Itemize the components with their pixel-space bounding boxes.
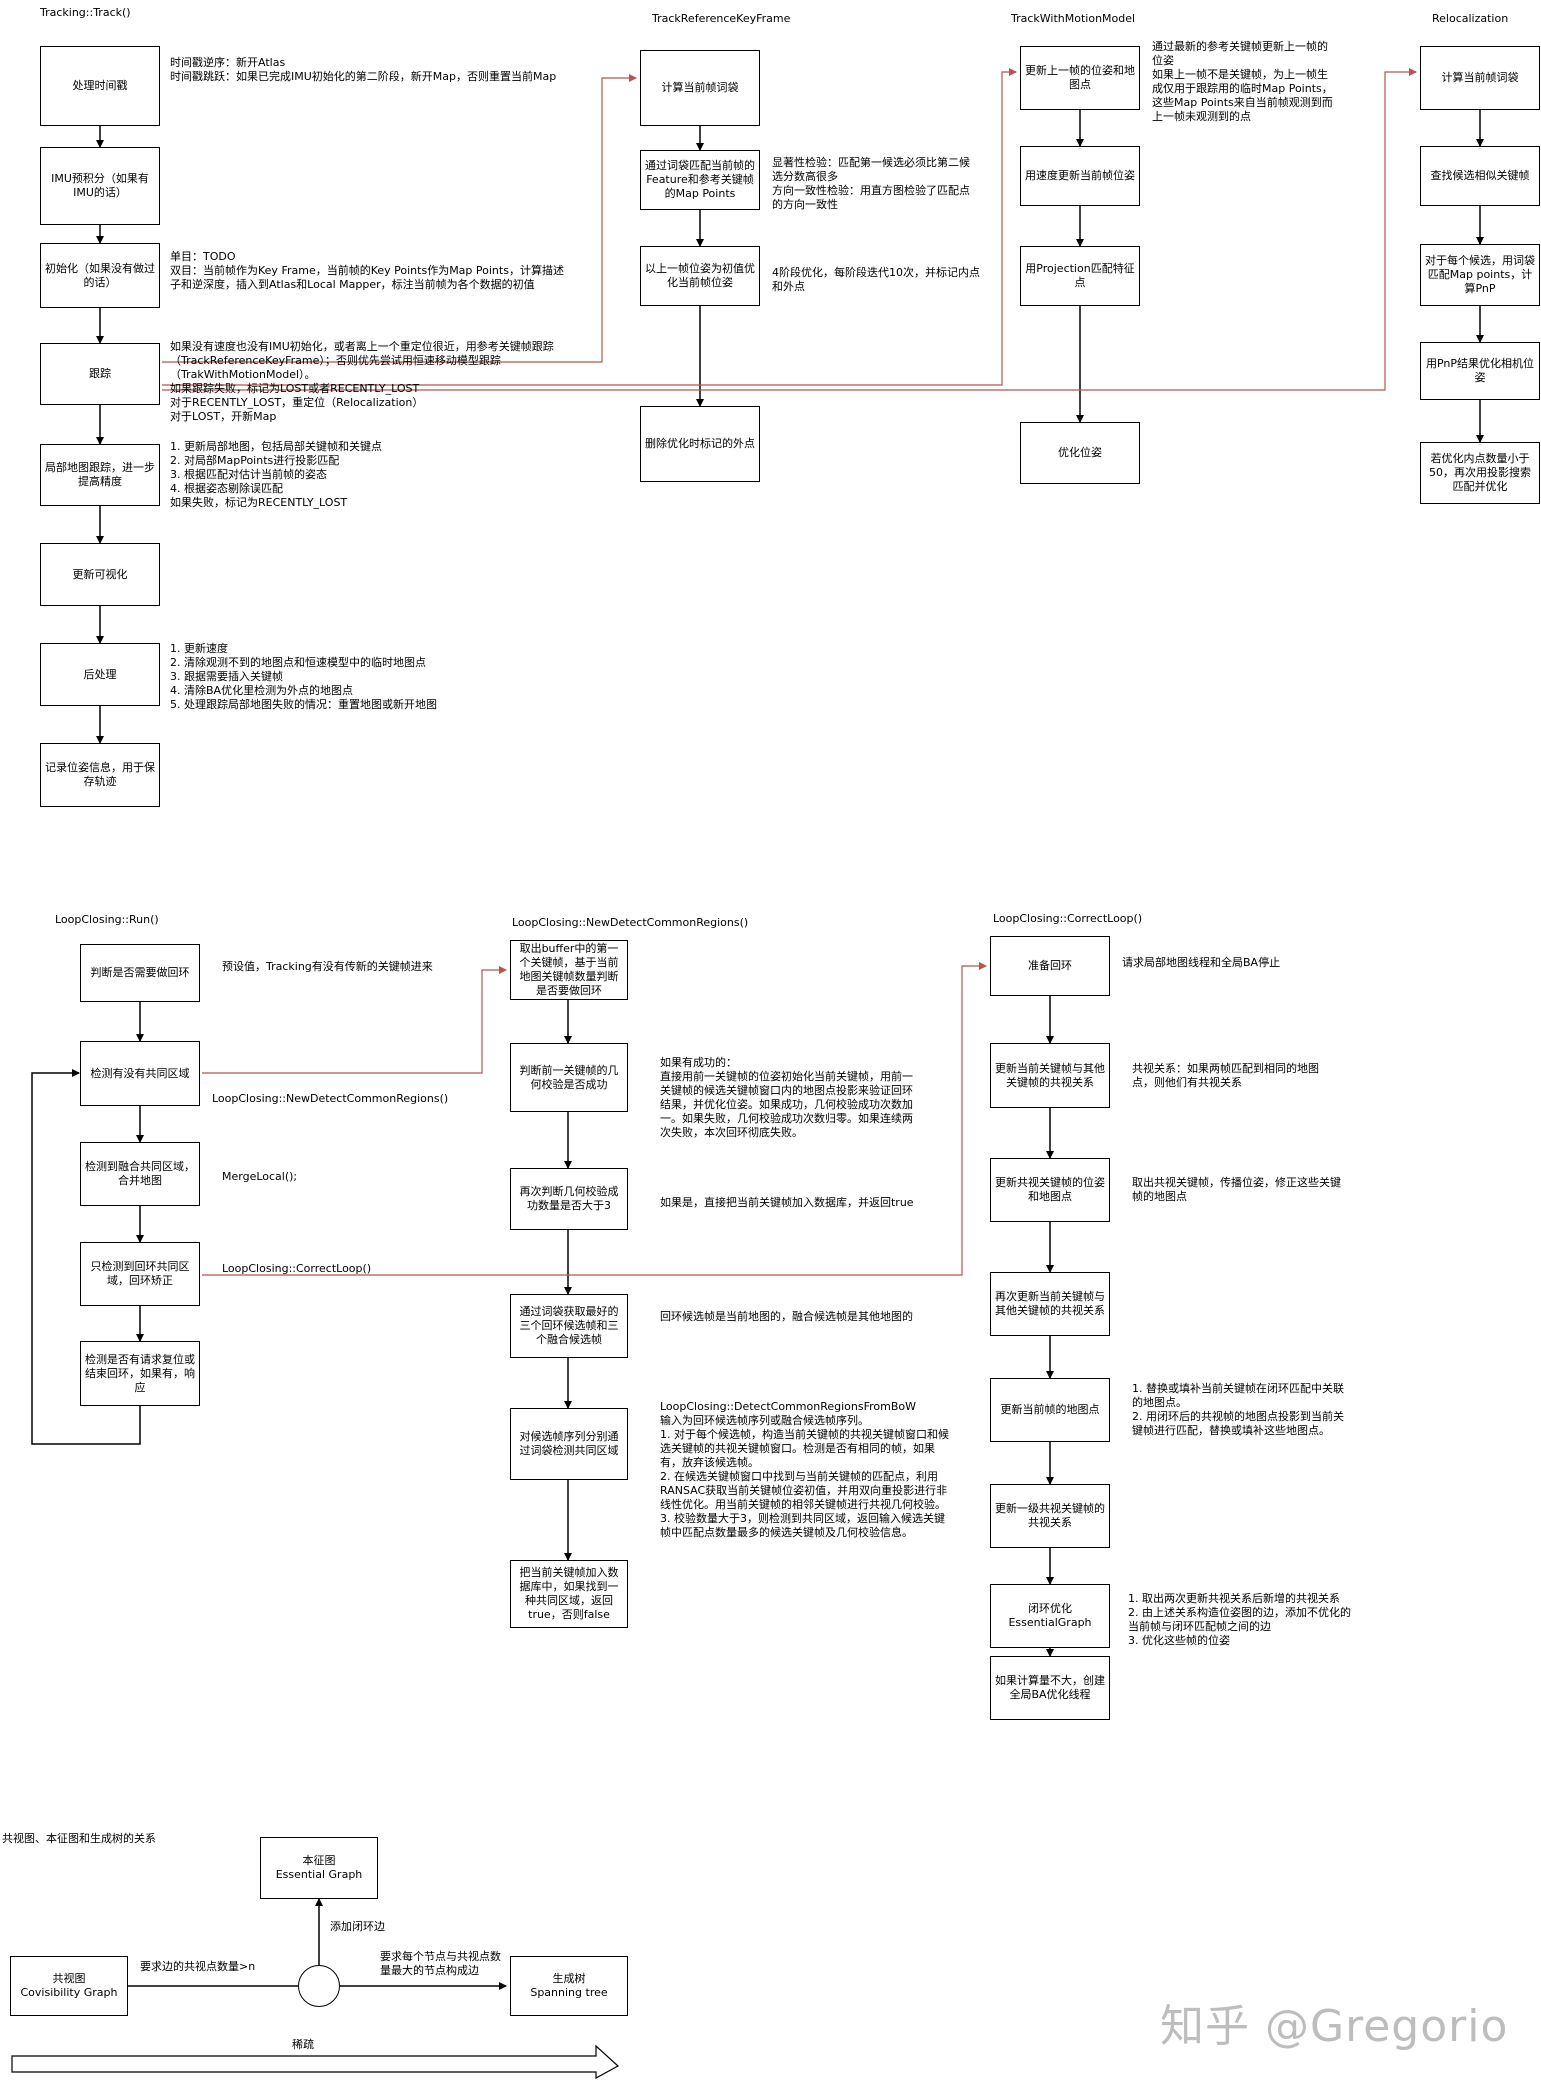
note-detect-candidates: 回环候选帧是当前地图的，融合候选帧是其他地图的 xyxy=(660,1310,913,1323)
note-detect-bow: LoopClosing::DetectCommonRegionsFromBoW … xyxy=(660,1400,949,1539)
flow-box-record-pose: 记录位姿信息，用于保存轨迹 xyxy=(40,743,160,807)
reloc-box-optimize-camera: 用PnP结果优化相机位姿 xyxy=(1420,342,1540,400)
note-detect-again: 如果是，直接把当前关键帧加入数据库，并返回true xyxy=(660,1196,914,1209)
motion-box-optimize-pose: 优化位姿 xyxy=(1020,422,1140,484)
note-ref-matching: 显著性检验：匹配第一候选必须比第二候选分数高很多 方向一致性检验：用直方图检验了… xyxy=(772,156,970,211)
motion-box-velocity-update: 用速度更新当前帧位姿 xyxy=(1020,146,1140,206)
note-correct-prepare: 请求局部地图线程和全局BA停止 xyxy=(1122,956,1281,969)
graph-label-covis-edge: 要求边的共视点数量>n xyxy=(140,1960,256,1973)
note-post-processing: 1. 更新速度 2. 清除观测不到的地图点和恒速模型中的临时地图点 3. 跟据需… xyxy=(170,642,437,711)
ref-box-remove-outliers: 删除优化时标记的外点 xyxy=(640,406,760,482)
graph-junction-node xyxy=(298,1965,340,2007)
note-timestamp: 时间戳逆序：新开Atlas 时间戳跳跃：如果已完成IMU初始化的第二阶段，新开M… xyxy=(170,56,557,83)
section-title-track-reference-keyframe: TrackReferenceKeyFrame xyxy=(652,12,791,25)
correct-box-update-covis: 更新当前关键帧与其他关键帧的共视关系 xyxy=(990,1043,1110,1108)
correct-box-essential-graph: 闭环优化 EssentialGraph xyxy=(990,1584,1110,1648)
flow-box-post-processing: 后处理 xyxy=(40,643,160,706)
note-correct-mappoints: 1. 替换或填补当前关键帧在闭环匹配中关联的地图点。 2. 用闭环后的共视帧的地… xyxy=(1132,1382,1344,1437)
ref-box-optimize-pose: 以上一帧位姿为初值优化当前帧位姿 xyxy=(640,246,760,306)
graph-box-essential: 本征图 Essential Graph xyxy=(260,1837,378,1899)
section-title-loop-correct: LoopClosing::CorrectLoop() xyxy=(993,912,1143,925)
correct-box-update-first-covis: 更新一级共视关键帧的共视关系 xyxy=(990,1484,1110,1548)
run-box-loop-correct: 只检测到回环共同区域，回环矫正 xyxy=(80,1242,200,1306)
detect-box-check-count: 再次判断几何校验成功数量是否大于3 xyxy=(510,1168,628,1230)
motion-box-update-last-frame: 更新上一帧的位姿和地图点 xyxy=(1020,46,1140,110)
note-local-map: 1. 更新局部地图，包括局部关键帧和关键点 2. 对局部MapPoints进行投… xyxy=(170,440,382,509)
graph-label-sparse: 稀疏 xyxy=(292,2038,314,2051)
reloc-box-pnp: 对于每个候选，用词袋匹配Map points，计算PnP xyxy=(1420,244,1540,306)
motion-box-projection-match: 用Projection匹配特征点 xyxy=(1020,246,1140,306)
graph-box-spanning: 生成树 Spanning tree xyxy=(510,1956,628,2016)
reloc-box-projection-search: 若优化内点数量小于50，再次用投影搜索匹配并优化 xyxy=(1420,442,1540,504)
note-correct-pose: 取出共视关键帧，传播位姿，修正这些关键帧的地图点 xyxy=(1132,1176,1341,1203)
note-run-correct: LoopClosing::CorrectLoop() xyxy=(222,1262,372,1275)
flow-box-update-visualization: 更新可视化 xyxy=(40,543,160,606)
section-title-loop-detect: LoopClosing::NewDetectCommonRegions() xyxy=(512,916,749,929)
section-title-track-with-motion-model: TrackWithMotionModel xyxy=(1011,12,1136,25)
detect-box-check-prev: 判断前一关键帧的几何校验是否成功 xyxy=(510,1043,628,1112)
run-box-merge-map: 检测到融合共同区域，合并地图 xyxy=(80,1142,200,1206)
watermark: 知乎 @Gregorio xyxy=(1160,2001,1509,2052)
flow-box-local-map-tracking: 局部地图跟踪，进一步提高精度 xyxy=(40,444,160,506)
note-detect-prev: 如果有成功的： 直接用前一关键帧的位姿初始化当前关键帧，用前一关键帧的候选关键帧… xyxy=(660,1056,913,1139)
note-ref-optimize: 4阶段优化，每阶段迭代10次，并标记内点和外点 xyxy=(772,266,980,293)
note-run-merge: MergeLocal(); xyxy=(222,1170,298,1183)
note-tracking: 如果没有速度也没有IMU初始化，或者离上一个重定位很近，用参考关键帧跟踪（Tra… xyxy=(170,340,554,423)
flow-box-initialization: 初始化（如果没有做过的话） xyxy=(40,243,160,308)
ref-box-compute-bow: 计算当前帧词袋 xyxy=(640,50,760,126)
section-title-loop-run: LoopClosing::Run() xyxy=(55,913,159,926)
note-run-need: 预设值，Tracking有没有传新的关键帧进来 xyxy=(222,960,433,973)
note-run-detect: LoopClosing::NewDetectCommonRegions() xyxy=(212,1092,449,1105)
ref-box-bow-matching: 通过词袋匹配当前帧的Feature和参考关键帧的Map Points xyxy=(640,150,760,210)
correct-box-update-mappoints: 更新当前帧的地图点 xyxy=(990,1378,1110,1442)
note-motion-update: 通过最新的参考关键帧更新上一帧的位姿 如果上一帧不是关键帧，为上一帧生成仅用于跟… xyxy=(1152,40,1333,123)
correct-box-global-ba: 如果计算量不大，创建全局BA优化线程 xyxy=(990,1656,1110,1720)
flow-box-timestamp: 处理时间戳 xyxy=(40,46,160,126)
note-initialization: 单目：TODO 双目：当前帧作为Key Frame，当前帧的Key Points… xyxy=(170,250,564,291)
run-box-need-loop: 判断是否需要做回环 xyxy=(80,944,200,1002)
note-correct-covis: 共视关系：如果两帧匹配到相同的地图点，则他们有共视关系 xyxy=(1132,1062,1319,1089)
detect-box-add-database: 把当前关键帧加入数据库中，如果找到一种共同区域，返回true，否则false xyxy=(510,1560,628,1628)
graph-box-covisibility: 共视图 Covisibility Graph xyxy=(10,1956,128,2016)
section-title-tracking: Tracking::Track() xyxy=(40,6,131,19)
detect-box-bow-candidates: 通过词袋获取最好的三个回环候选帧和三个融合候选帧 xyxy=(510,1294,628,1358)
run-box-check-reset: 检测是否有请求复位或结束回环，如果有，响应 xyxy=(80,1341,200,1406)
note-correct-essential: 1. 取出两次更新共视关系后新增的共视关系 2. 由上述关系构造位姿图的边，添加… xyxy=(1128,1592,1351,1647)
correct-box-prepare: 准备回环 xyxy=(990,936,1110,996)
flow-box-tracking: 跟踪 xyxy=(40,343,160,405)
correct-box-update-pose: 更新共视关键帧的位姿和地图点 xyxy=(990,1158,1110,1222)
graph-label-spanning-edge: 要求每个节点与共视点数量最大的节点构成边 xyxy=(380,1950,501,1977)
reloc-box-compute-bow: 计算当前帧词袋 xyxy=(1420,46,1540,110)
reloc-box-find-candidates: 查找候选相似关键帧 xyxy=(1420,146,1540,206)
detect-box-bow-detect: 对候选帧序列分别通过词袋检测共同区域 xyxy=(510,1408,628,1480)
section-title-relocalization: Relocalization xyxy=(1432,12,1509,25)
correct-box-update-covis-again: 再次更新当前关键帧与其他关键帧的共视关系 xyxy=(990,1272,1110,1336)
run-box-detect-common: 检测有没有共同区域 xyxy=(80,1041,200,1106)
graph-label-add-loop: 添加闭环边 xyxy=(330,1920,385,1933)
flow-box-imu-preintegration: IMU预积分（如果有IMU的话） xyxy=(40,147,160,225)
detect-box-take-keyframe: 取出buffer中的第一个关键帧，基于当前地图关键帧数量判断是否要做回环 xyxy=(510,940,628,1000)
section-title-graph-relation: 共视图、本征图和生成树的关系 xyxy=(2,1832,156,1845)
